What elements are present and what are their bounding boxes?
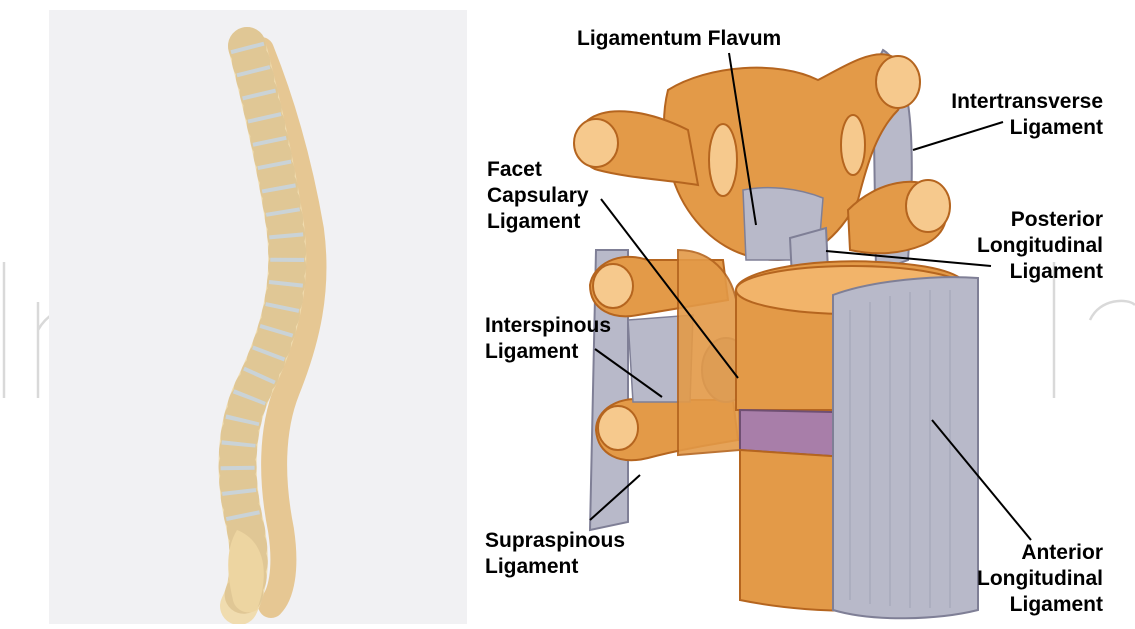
label-ligamentum-flavum: Ligamentum Flavum (577, 26, 781, 52)
spine-illustration (49, 10, 467, 624)
label-posterior-longitudinal-ligament: Posterior Longitudinal Ligament (900, 207, 1103, 285)
label-facet-capsular-ligament: Facet Capsulary Ligament (487, 157, 589, 235)
label-supraspinous-ligament: Supraspinous Ligament (485, 528, 625, 580)
label-anterior-longitudinal-ligament: Anterior Longitudinal Ligament (900, 540, 1103, 618)
label-intertransverse-ligament: Intertransverse Ligament (900, 89, 1103, 141)
label-interspinous-ligament: Interspinous Ligament (485, 313, 611, 365)
